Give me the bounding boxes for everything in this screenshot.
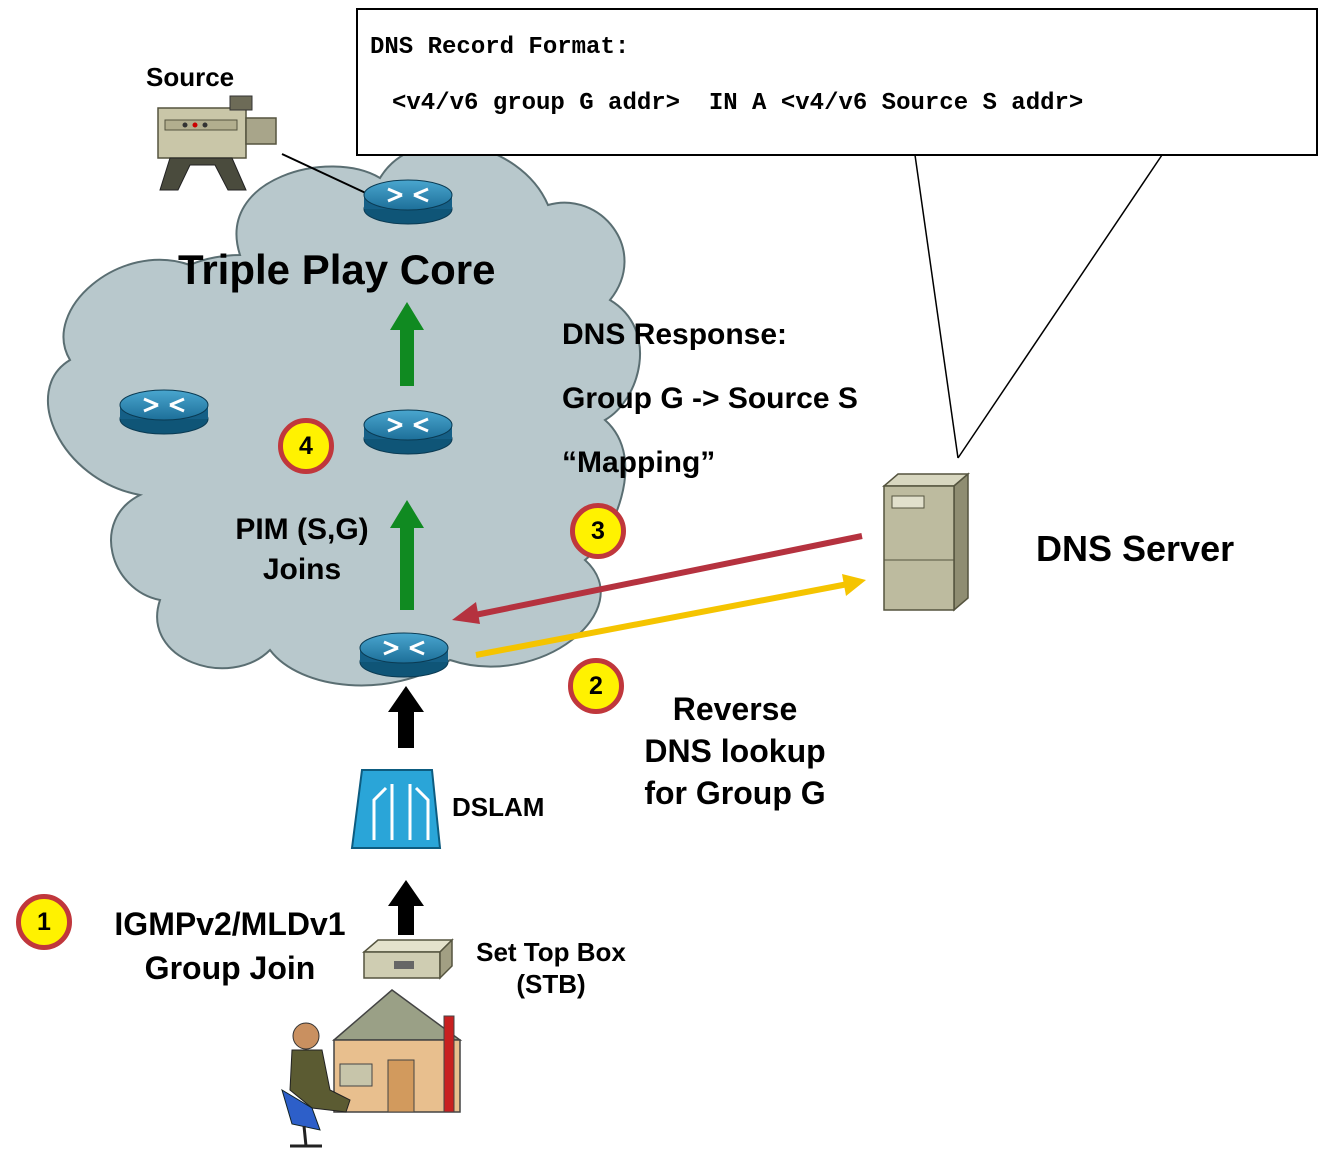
dslam-icon xyxy=(350,769,442,849)
video-camera-icon xyxy=(157,95,277,191)
step-1-badge: 1 xyxy=(16,894,72,950)
pim-join-arrow xyxy=(390,500,424,610)
step-3-badge: 3 xyxy=(570,503,626,559)
set-top-box-label: Set Top Box (STB) xyxy=(476,937,626,999)
callout-pointer-right xyxy=(957,154,1163,459)
group-mapping-label: Group G -> Source S xyxy=(562,382,858,415)
router-icon xyxy=(363,409,453,455)
dns-query-arrow xyxy=(475,581,849,658)
igmp-join-arrow xyxy=(388,686,424,748)
dns-record-callout: DNS Record Format: <v4/v6 group G addr> … xyxy=(356,8,1318,156)
home-user-icon xyxy=(281,989,463,1148)
set-top-box-icon xyxy=(361,938,454,980)
callout-pointer-left xyxy=(914,154,959,459)
dns-record-format: <v4/v6 group G addr> IN A <v4/v6 Source … xyxy=(392,90,1084,117)
pim-join-arrow xyxy=(390,302,424,386)
mapping-label: “Mapping” xyxy=(562,446,716,479)
source-link xyxy=(281,153,371,196)
dns-response-arrow xyxy=(469,533,863,619)
pim-joins-label: PIM (S,G) Joins xyxy=(235,513,369,586)
router-icon xyxy=(119,389,209,435)
step-4-badge: 4 xyxy=(278,418,334,474)
router-icon xyxy=(363,179,453,225)
cloud-title: Triple Play Core xyxy=(178,246,496,293)
dns-server-icon xyxy=(881,472,971,612)
dslam-label: DSLAM xyxy=(452,792,545,822)
dns-server-label: DNS Server xyxy=(1036,528,1235,569)
reverse-dns-label: Reverse DNS lookup for Group G xyxy=(644,691,826,811)
igmp-join-label: IGMPv2/MLDv1 Group Join xyxy=(114,906,346,986)
callout-heading: DNS Record Format: xyxy=(370,34,630,61)
igmp-join-arrow xyxy=(388,880,424,935)
router-icon xyxy=(359,632,449,678)
source-label: Source xyxy=(146,62,235,92)
triple-play-core-cloud xyxy=(46,142,642,687)
step-2-badge: 2 xyxy=(568,658,624,714)
dns-response-label: DNS Response: xyxy=(562,318,788,351)
